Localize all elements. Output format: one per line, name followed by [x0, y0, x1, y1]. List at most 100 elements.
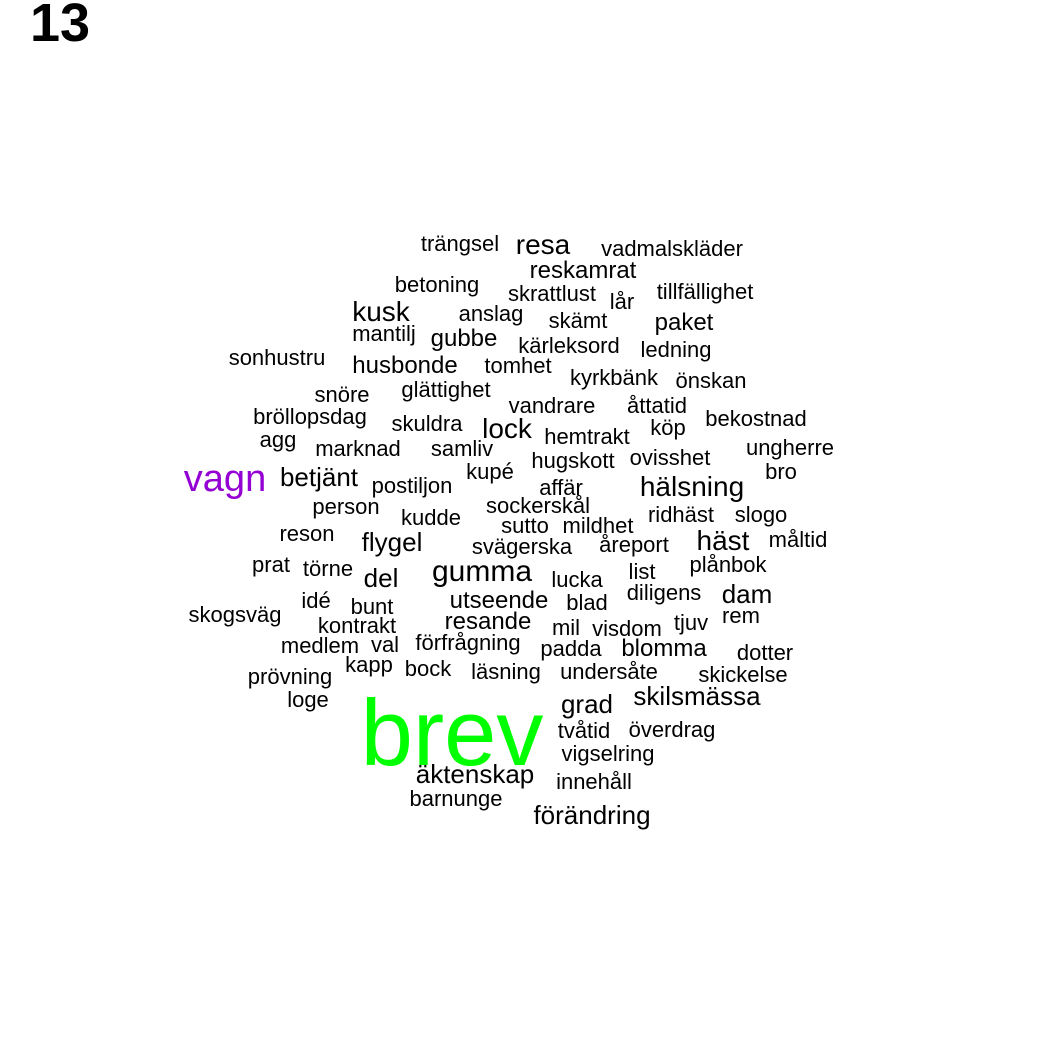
cloud-word: vandrare [508, 393, 596, 418]
cloud-word: törne [302, 556, 354, 581]
cloud-word: skämt [548, 308, 608, 333]
cloud-word: samliv [430, 436, 494, 461]
cloud-word: åttatid [627, 393, 687, 418]
cloud-word: prövning [247, 664, 333, 689]
cloud-word: sutto [501, 513, 549, 538]
cloud-word: lucka [551, 567, 603, 592]
cloud-word: diligens [626, 580, 702, 605]
cloud-word: del [363, 563, 399, 593]
cloud-word: förfrågning [415, 630, 521, 655]
cloud-word: kontrakt [317, 613, 397, 638]
cloud-word: idé [301, 588, 331, 613]
cloud-word: dam [721, 579, 773, 609]
cloud-word: snöre [314, 382, 370, 407]
cloud-word: sonhustru [228, 345, 326, 370]
cloud-word: tjuv [673, 610, 709, 635]
cloud-word: reson [279, 521, 335, 546]
cloud-word: val [370, 632, 400, 657]
cloud-word: barnunge [409, 786, 503, 811]
cloud-word: gumma [431, 555, 533, 588]
cloud-word: häst [696, 525, 750, 556]
cloud-word: skickelse [698, 662, 788, 687]
cloud-word: skuldra [391, 411, 463, 436]
cloud-word: betjänt [279, 462, 359, 492]
cloud-word: marknad [315, 436, 401, 461]
cloud-word: hemtrakt [544, 424, 630, 449]
cloud-word: vigselring [561, 741, 655, 766]
cloud-word: resande [444, 608, 532, 635]
cloud-word: köp [650, 415, 686, 440]
cloud-word: agg [259, 427, 297, 452]
cloud-word: skilsmässa [633, 681, 761, 711]
cloud-word: skogsväg [188, 602, 282, 627]
cloud-word: trängsel [420, 231, 500, 256]
cloud-word: ridhäst [647, 502, 715, 527]
cloud-word: svägerska [471, 534, 573, 559]
cloud-word: tvåtid [557, 718, 611, 743]
cloud-word: förändring [533, 800, 651, 830]
cloud-word: lår [609, 289, 635, 314]
cloud-word: resa [515, 229, 571, 260]
cloud-word: plånbok [689, 552, 767, 577]
panel-number: 13 [30, 0, 91, 53]
cloud-word: kupé [466, 459, 514, 484]
cloud-word: kyrkbänk [569, 365, 659, 390]
cloud-word: blad [566, 590, 608, 615]
cloud-word: medlem [280, 633, 360, 658]
cloud-word: kudde [401, 505, 461, 530]
cloud-word: önskan [675, 368, 747, 393]
cloud-word: reskamrat [529, 257, 637, 284]
cloud-word: padda [540, 636, 602, 661]
cloud-word: person [312, 494, 380, 519]
cloud-word: kärleksord [518, 333, 620, 358]
cloud-word: brev [360, 680, 544, 785]
cloud-word: bunt [350, 594, 394, 619]
cloud-word: husbonde [352, 352, 458, 379]
cloud-word: bro [765, 459, 797, 484]
cloud-word: bekostnad [705, 406, 807, 431]
cloud-word: innehåll [556, 769, 632, 794]
cloud-word: bock [404, 656, 452, 681]
cloud-word: loge [287, 687, 329, 712]
cloud-word: affär [539, 475, 583, 500]
cloud-word: kusk [352, 296, 410, 327]
cloud-word: mantilj [352, 321, 416, 346]
cloud-word: postiljon [371, 473, 453, 498]
cloud-word: överdrag [628, 717, 716, 742]
cloud-word: mil [551, 615, 581, 640]
cloud-word: äktenskap [415, 759, 535, 789]
cloud-word: betoning [394, 272, 480, 297]
cloud-word: dotter [736, 640, 794, 665]
cloud-word: vagn [183, 458, 267, 500]
cloud-word: list [628, 559, 656, 584]
cloud-word: hälsning [639, 471, 745, 502]
cloud-word: sockerskål [486, 493, 590, 518]
cloud-word: blomma [621, 635, 707, 662]
cloud-word: tomhet [484, 353, 552, 378]
cloud-word: gubbe [430, 325, 498, 352]
cloud-word: grad [560, 689, 614, 719]
cloud-word: ungherre [745, 435, 835, 460]
cloud-word: undersåte [560, 659, 658, 684]
cloud-word: åreport [599, 532, 669, 557]
cloud-word: ledning [640, 337, 712, 362]
cloud-word: bröllopsdag [253, 404, 367, 429]
cloud-word: lock [482, 413, 532, 444]
cloud-word: måltid [768, 527, 828, 552]
cloud-word: kapp [345, 652, 393, 677]
cloud-word: rem [722, 603, 760, 628]
cloud-word: slogo [734, 502, 788, 527]
cloud-word: prat [252, 552, 290, 577]
cloud-word: anslag [458, 301, 524, 326]
cloud-word: flygel [361, 527, 423, 557]
cloud-word: hugskott [531, 448, 615, 473]
cloud-word: glättighet [401, 377, 491, 402]
cloud-word: skrattlust [507, 281, 597, 306]
cloud-word: ovisshet [629, 445, 711, 470]
cloud-word: tillfällighet [656, 279, 754, 304]
cloud-word: vadmalskläder [601, 236, 743, 261]
cloud-word: paket [654, 309, 714, 336]
cloud-word: läsning [471, 659, 541, 684]
